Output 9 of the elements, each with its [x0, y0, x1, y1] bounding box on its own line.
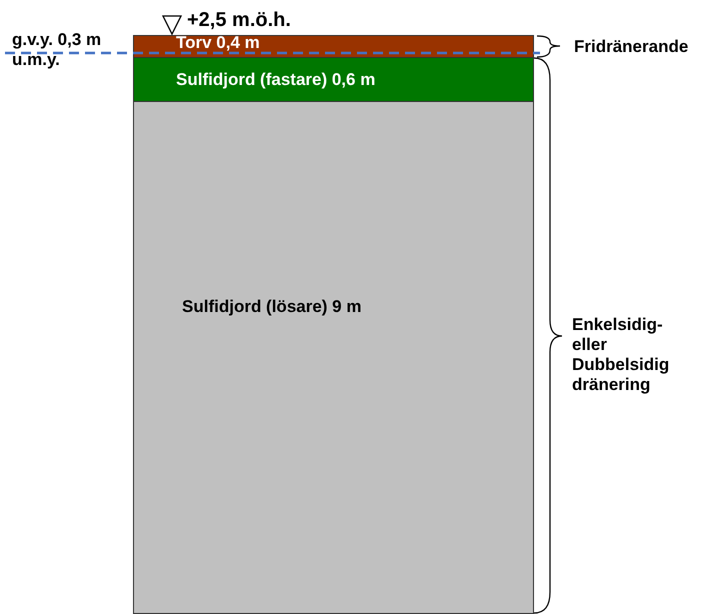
- groundwater-label: g.v.y. 0,3 m u.m.y.: [12, 30, 102, 70]
- bracket-label: Fridränerande: [574, 37, 690, 57]
- layer-label: Torv 0,4 m: [176, 33, 260, 53]
- soil-layer: [133, 57, 534, 102]
- elevation-label: +2,5 m.ö.h.: [187, 10, 292, 30]
- bracket-label: Enkelsidig- eller Dubbelsidig dränering: [572, 315, 670, 395]
- soil-layer: [133, 101, 534, 614]
- layer-label: Sulfidjord (lösare) 9 m: [182, 297, 362, 317]
- layer-label: Sulfidjord (fastare) 0,6 m: [176, 70, 376, 90]
